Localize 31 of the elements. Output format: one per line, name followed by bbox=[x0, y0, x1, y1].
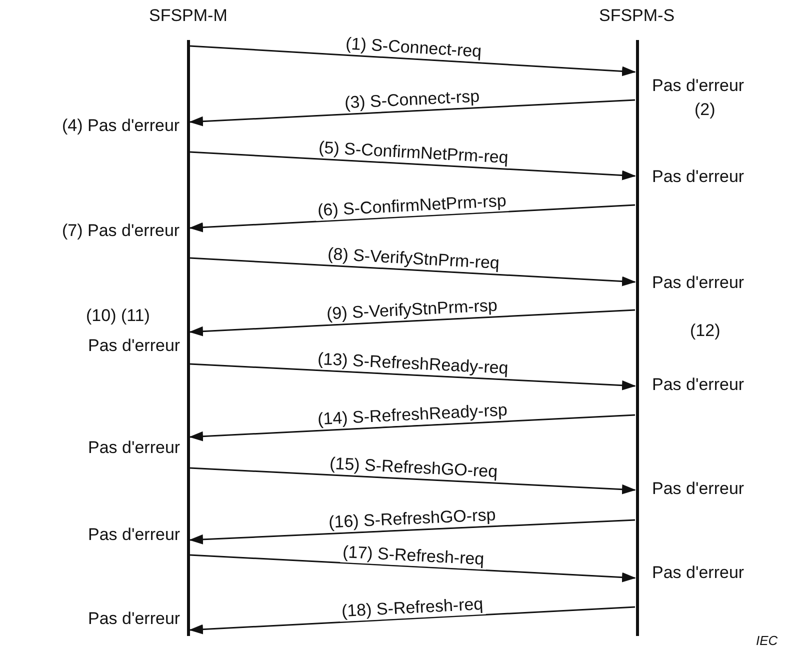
message-arrow bbox=[189, 414, 636, 442]
message-arrow bbox=[190, 554, 636, 582]
message-arrow bbox=[189, 99, 636, 126]
lifeline-title: SFSPM-S bbox=[599, 6, 675, 26]
status-text: (7) Pas d'erreur bbox=[62, 221, 180, 241]
status-text: Pas d'erreur bbox=[88, 525, 180, 545]
step-number: (12) bbox=[690, 321, 720, 341]
status-text: Pas d'erreur bbox=[88, 609, 180, 629]
status-text: Pas d'erreur bbox=[652, 273, 744, 293]
lifeline-title: SFSPM-M bbox=[149, 6, 227, 26]
status-text: Pas d'erreur bbox=[652, 479, 744, 499]
message-label: (13) S-RefreshReady-req bbox=[315, 349, 511, 379]
message-arrow bbox=[189, 606, 636, 634]
message-arrow bbox=[189, 204, 636, 232]
message-arrow bbox=[190, 151, 636, 180]
message-arrow bbox=[190, 257, 636, 286]
status-text: Pas d'erreur bbox=[88, 336, 180, 356]
message-arrow bbox=[190, 467, 636, 494]
status-text: Pas d'erreur bbox=[88, 438, 180, 458]
message-arrow bbox=[189, 519, 636, 544]
message-arrow bbox=[189, 309, 636, 336]
status-text: Pas d'erreur bbox=[652, 375, 744, 395]
message-arrow bbox=[190, 45, 636, 76]
step-number: (10) (11) bbox=[86, 306, 150, 326]
message-arrow bbox=[190, 363, 636, 390]
status-text: Pas d'erreur bbox=[652, 167, 744, 187]
status-text: Pas d'erreur bbox=[652, 76, 744, 96]
source-note: IEC bbox=[756, 632, 778, 650]
status-text: Pas d'erreur bbox=[652, 563, 744, 583]
status-text: (4) Pas d'erreur bbox=[62, 116, 180, 136]
step-number: (2) bbox=[694, 100, 716, 120]
